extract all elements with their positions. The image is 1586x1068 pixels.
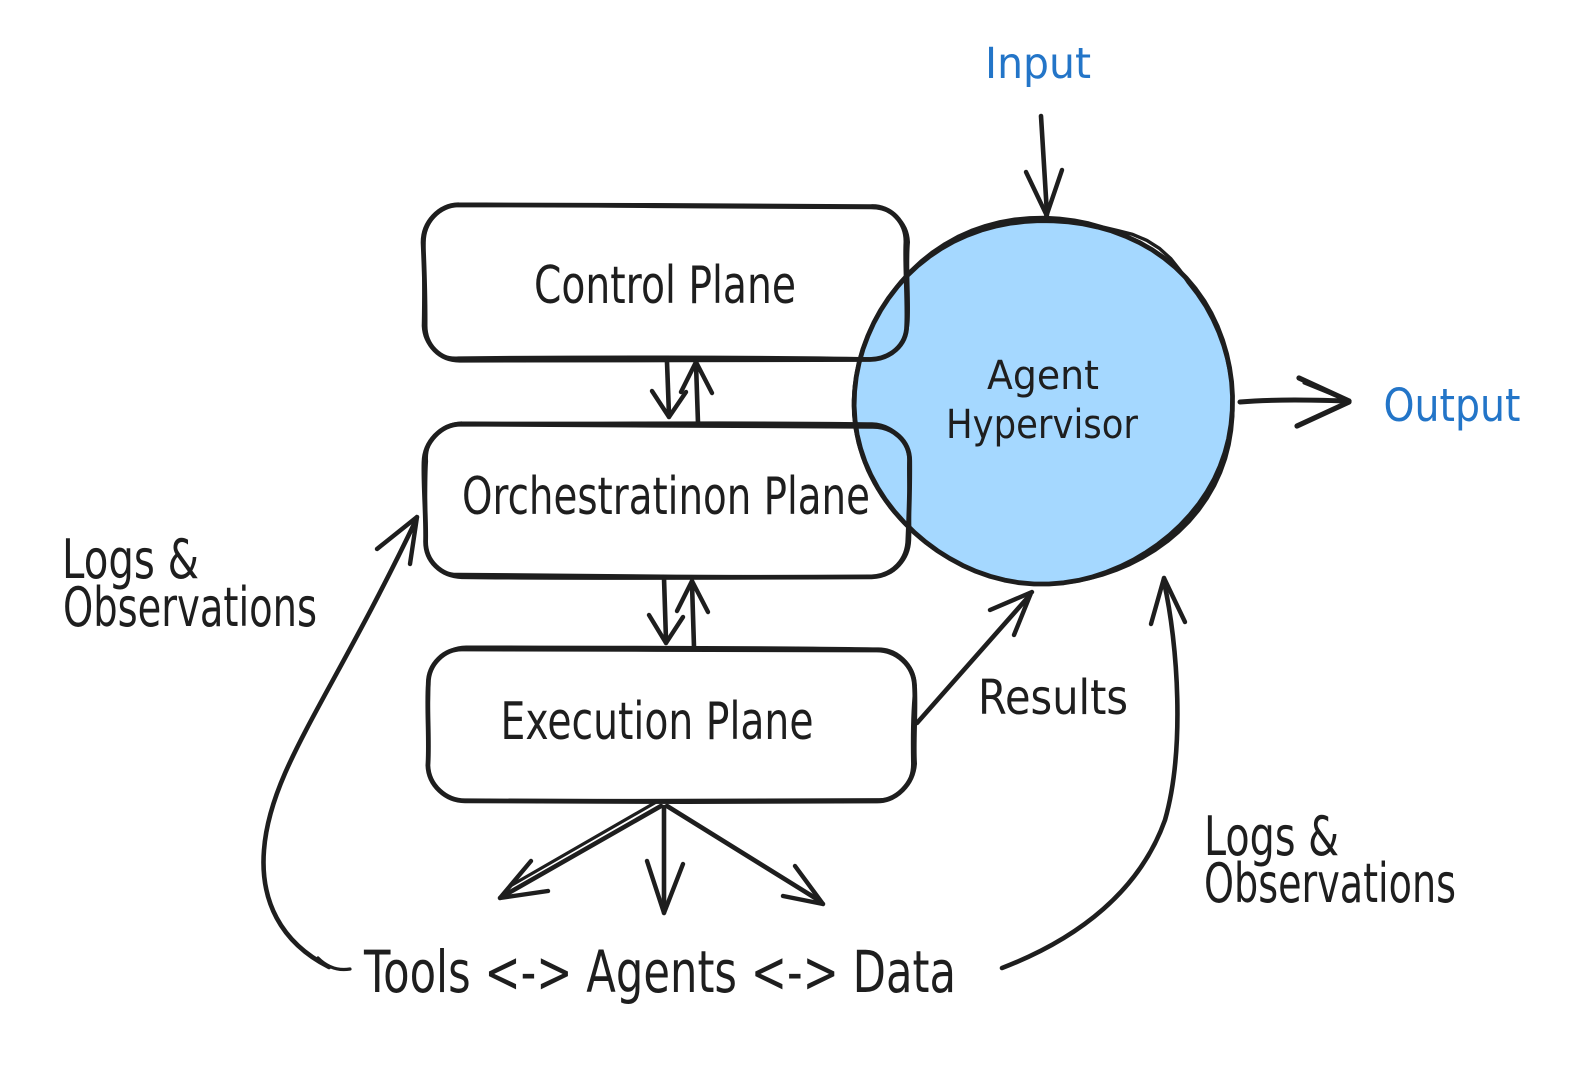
control-orchestration-arrow-up [678, 359, 715, 426]
oe-down-head-left [646, 612, 669, 646]
output-arrowhead-sketch [1302, 381, 1343, 400]
output-arrow [1237, 375, 1352, 429]
logs-left-arrow-tail-sketch [316, 956, 352, 972]
logs-right-arrowhead-right [1161, 575, 1188, 625]
oe-up-head-right [689, 578, 711, 615]
oe-down-head-right [663, 614, 686, 646]
results-arrow [914, 589, 1035, 726]
execution-plane-label: Execution Plane [501, 692, 814, 752]
co-down-head-left [649, 388, 672, 420]
orchestration-plane-box-sketch [423, 421, 912, 579]
oe-up-head-left [674, 578, 695, 614]
agent-hypervisor-label-line2: Hypervisor [946, 402, 1138, 448]
fan-right-head-left [780, 893, 826, 907]
execution-fanout-arrow-middle [644, 804, 686, 916]
logs-right-arrow-shaft [999, 579, 1180, 971]
input-arrowhead-right [1043, 167, 1065, 220]
fan-right-head-up [792, 863, 826, 907]
results-arrowhead-left [987, 589, 1035, 613]
results-arrow-shaft [914, 592, 1033, 726]
logs-observations-right-arrow [999, 575, 1188, 971]
logs-left-arrowhead-right [407, 514, 420, 567]
co-up-shaft [693, 361, 701, 426]
oe-down-shaft [661, 575, 669, 643]
oe-up-shaft [689, 581, 697, 650]
execution-plane-box-sketch [425, 645, 917, 803]
logs-observations-right-line2: Observations [1204, 852, 1456, 915]
co-up-head-right [693, 359, 715, 396]
control-plane-box-sketch [421, 203, 911, 361]
input-label: Input [985, 39, 1091, 89]
output-label: Output [1384, 379, 1521, 432]
execution-fanout-arrow-left [497, 799, 664, 901]
agent-hypervisor-label-line1: Agent [987, 353, 1099, 399]
logs-observations-right-line1: Logs & [1204, 805, 1339, 868]
logs-left-arrow-shaft [261, 517, 419, 970]
orchestration-plane-node [421, 421, 913, 580]
agent-hypervisor-node [851, 215, 1235, 587]
logs-observations-left-arrow [261, 514, 420, 972]
input-arrow [1023, 113, 1065, 220]
execution-fanout-arrow-right [664, 803, 826, 907]
results-label: Results [978, 670, 1128, 726]
fan-left-head-up [497, 858, 534, 901]
control-orchestration-arrow-down [649, 359, 689, 420]
control-plane-node [420, 202, 911, 363]
control-plane-label: Control Plane [534, 256, 796, 316]
fan-left-shaft-sketch [510, 799, 660, 887]
fan-mid-head-left [644, 858, 667, 916]
tools-agents-data-label: Tools <-> Agents <-> Data [363, 938, 956, 1006]
results-arrowhead-right [1011, 590, 1034, 638]
fan-left-shaft [502, 803, 664, 898]
input-arrowhead-left [1023, 169, 1050, 219]
orchestration-execution-arrow-up [674, 578, 711, 650]
output-arrow-shaft [1237, 397, 1350, 405]
co-down-shaft [664, 359, 672, 418]
execution-plane-node [425, 645, 918, 805]
output-arrowhead-bottom [1294, 399, 1352, 429]
fan-right-shaft [664, 803, 823, 904]
orchestration-execution-arrow-down [646, 575, 686, 646]
co-up-head-left [678, 359, 699, 395]
fan-left-head-right [497, 888, 551, 901]
logs-observations-left-line2: Observations [63, 576, 317, 639]
logs-observations-left-line1: Logs & [62, 528, 199, 591]
fan-mid-head-right [661, 861, 686, 916]
logs-left-arrowhead-left [374, 514, 420, 552]
agent-hypervisor-circle-sketch [851, 215, 1235, 586]
co-down-head-right [666, 389, 689, 420]
orchestration-plane-label: Orchestratinon Plane [462, 467, 870, 527]
input-arrow-shaft [1038, 113, 1050, 217]
logs-right-arrowhead-left [1148, 575, 1167, 627]
